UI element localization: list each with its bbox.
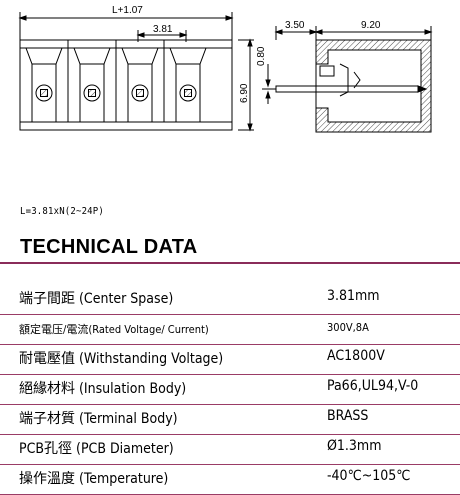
row-divider xyxy=(0,464,460,465)
spec-label: 端子材質 (Terminal Body) xyxy=(19,411,178,427)
spec-value: -40℃~105℃ xyxy=(327,468,411,484)
spec-row-withstanding-voltage: 耐電壓值 (Withstanding Voltage) AC1800V xyxy=(0,345,460,375)
spec-label: 操作溫度 (Temperature) xyxy=(19,471,169,487)
dim-pitch-label: 3.81 xyxy=(153,24,173,35)
spec-value: Pa66,UL94,V-0 xyxy=(327,378,419,394)
spec-value: AC1800V xyxy=(327,348,385,364)
spec-value: Ø1.3mm xyxy=(327,438,382,454)
spec-label: 端子間距 (Center Spase) xyxy=(19,291,174,307)
spec-row-temperature: 操作溫度 (Temperature) -40℃~105℃ xyxy=(0,465,460,495)
spec-row-insulation: 絕緣材料 (Insulation Body) Pa66,UL94,V-0 xyxy=(0,375,460,405)
pole-3 xyxy=(121,47,159,123)
spec-value: 300V,8A xyxy=(327,321,369,334)
pole-1 xyxy=(25,47,63,123)
length-formula: L=3.81xN(2~24P) xyxy=(20,206,104,217)
pole-2 xyxy=(73,47,111,123)
row-divider xyxy=(0,434,460,435)
spec-value: 3.81mm xyxy=(327,288,380,304)
spec-label: 耐電壓值 (Withstanding Voltage) xyxy=(19,351,224,367)
spec-row-terminal-body: 端子材質 (Terminal Body) BRASS xyxy=(0,405,460,435)
side-view xyxy=(262,26,433,133)
row-divider xyxy=(0,344,460,345)
spec-value: BRASS xyxy=(327,408,369,424)
technical-data-heading: TECHNICAL DATA xyxy=(20,236,198,258)
spec-row-rated-voltage: 額定電压/電流(Rated Voltage/ Current) 300V,8A xyxy=(0,315,460,345)
spec-label: 額定電压/電流(Rated Voltage/ Current) xyxy=(19,323,209,336)
pole-4 xyxy=(169,47,207,123)
row-divider xyxy=(0,404,460,405)
dim-side-right-label: 9.20 xyxy=(361,20,381,31)
spec-row-pcb-diameter: PCB孔徑 (PCB Diameter) Ø1.3mm xyxy=(0,435,460,465)
row-divider xyxy=(0,314,460,315)
heading-divider xyxy=(0,262,460,264)
dim-pin-label: 0.80 xyxy=(256,46,267,66)
dim-overall-label: L+1.07 xyxy=(112,5,143,16)
spec-row-center-spacing: 端子間距 (Center Spase) 3.81mm xyxy=(0,285,460,315)
pin xyxy=(275,85,419,93)
spec-table: 端子間距 (Center Spase) 3.81mm 額定電压/電流(Rated… xyxy=(0,285,460,495)
row-divider xyxy=(0,374,460,375)
dim-height-label: 6.90 xyxy=(239,83,250,103)
spec-label: 絕緣材料 (Insulation Body) xyxy=(19,381,187,397)
connector-body-outline xyxy=(19,39,233,131)
front-view xyxy=(18,12,254,132)
technical-drawing: L+1.07 3.81 6.90 xyxy=(0,0,460,200)
spec-label: PCB孔徑 (PCB Diameter) xyxy=(19,441,174,457)
housing-wall-hatch xyxy=(315,39,432,133)
dim-side-left-label: 3.50 xyxy=(285,20,305,31)
drawing-svg: L+1.07 3.81 6.90 xyxy=(18,5,433,133)
